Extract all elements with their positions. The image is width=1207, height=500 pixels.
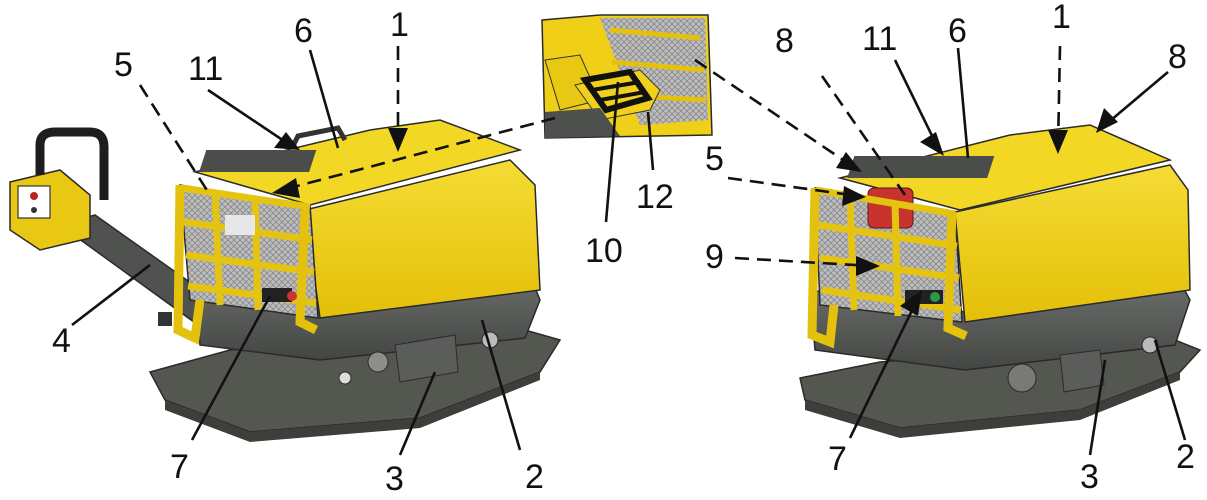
callout-9: 9 [705,238,724,276]
callout-7-left: 7 [170,448,189,486]
inset-detail [541,14,713,139]
right-top-cover [837,124,1173,211]
callout-12: 12 [636,178,674,216]
callout-7-right: 7 [828,440,847,478]
callout-3-left: 3 [385,460,404,498]
right-machine [799,124,1202,438]
callout-10: 10 [585,232,623,270]
leader-lines [71,45,1187,456]
callout-1-right: 1 [1052,0,1071,36]
callout-8-right: 8 [1168,38,1187,76]
right-side-panel [954,164,1191,323]
callout-1-left: 1 [390,6,409,44]
callout-labels: 1 6 11 5 4 7 3 2 10 12 8 11 6 1 8 5 9 7 … [52,0,1195,498]
callout-8-upper: 8 [775,22,794,60]
callout-2-right: 2 [1176,438,1195,476]
left-side-panel [304,159,541,319]
callout-5-right: 5 [705,140,724,178]
callout-3-right: 3 [1080,458,1099,496]
callout-2-left: 2 [525,458,544,496]
callout-4-left: 4 [52,322,71,360]
callout-11-left: 11 [188,50,223,88]
callout-6-right: 6 [948,12,967,50]
callout-6-left: 6 [294,12,313,50]
callout-5-left: 5 [114,46,133,84]
callout-11-right: 11 [862,20,897,58]
left-machine [9,119,562,442]
